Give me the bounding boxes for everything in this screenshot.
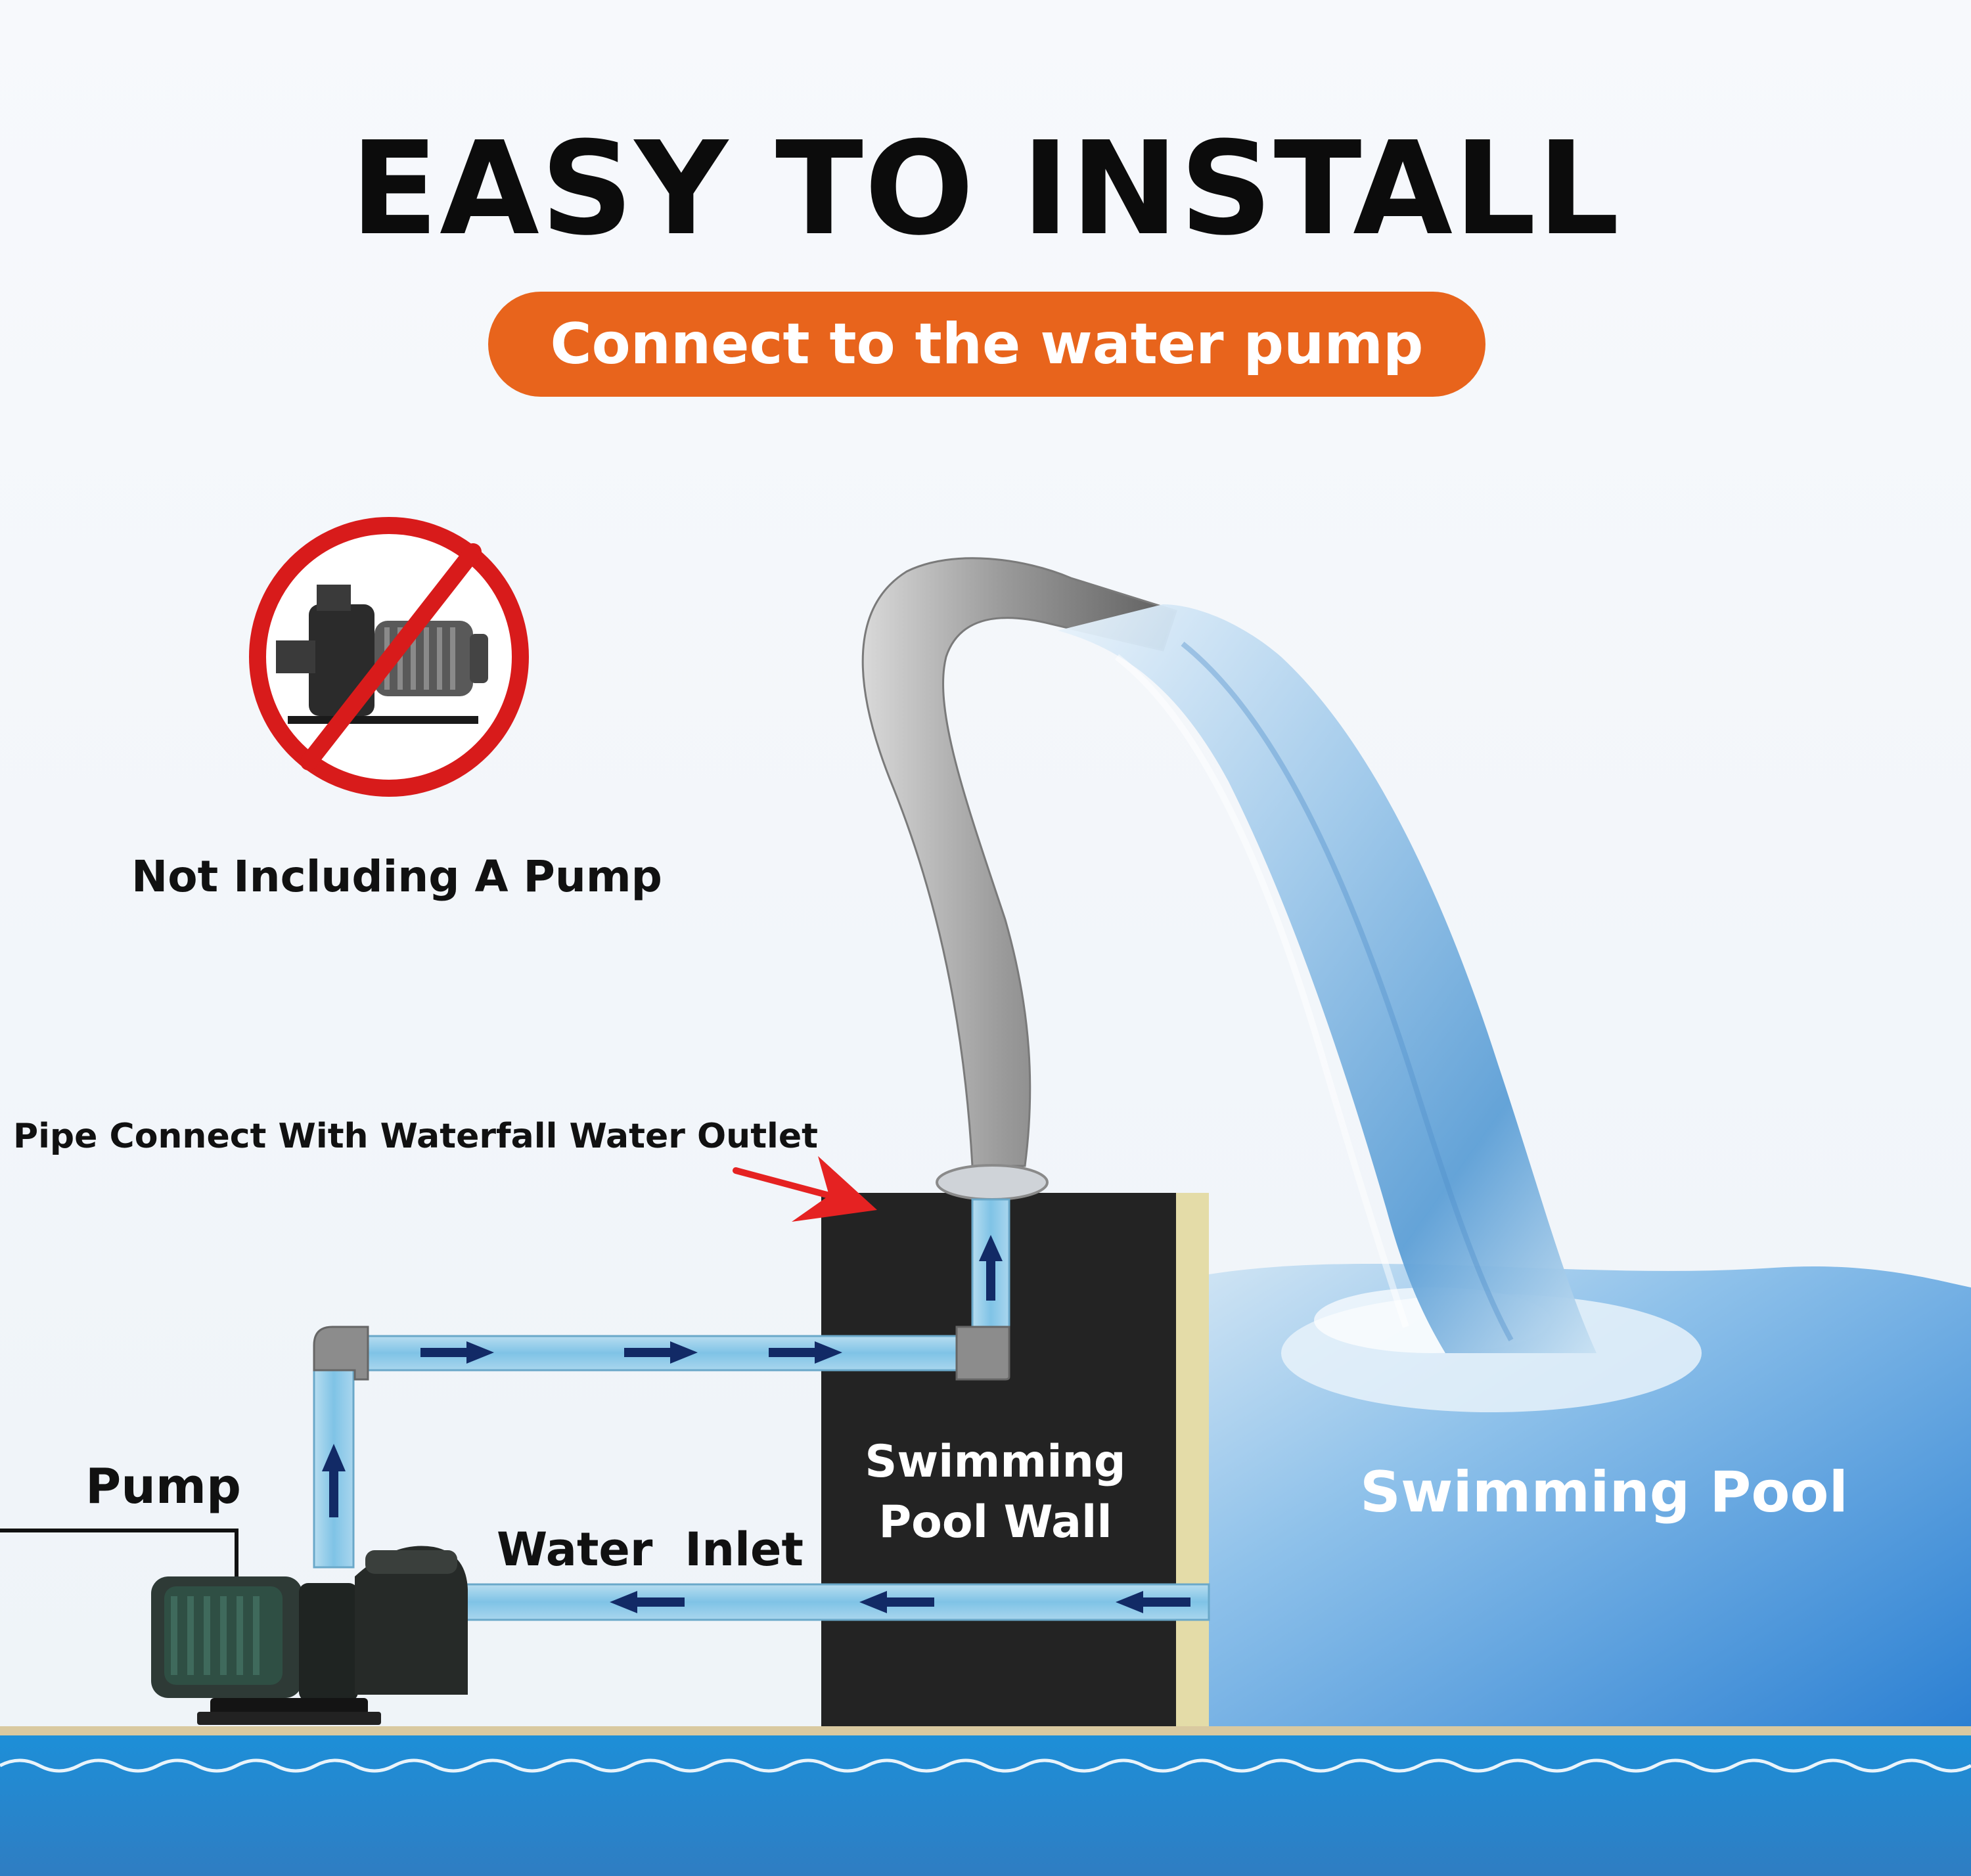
pipe-connect-label: Pipe Connect With Waterfall Water Outlet: [13, 1117, 818, 1156]
spout-base: [937, 1165, 1047, 1199]
pool-wall-label-line2: Pool Wall: [821, 1492, 1169, 1553]
pool-wall-label-line1: Swimming: [821, 1432, 1169, 1492]
pool-wall-label: Swimming Pool Wall: [821, 1432, 1169, 1553]
ground-water: [0, 1735, 1971, 1876]
page-title: EASY TO INSTALL: [0, 125, 1971, 254]
swimming-pool-label: Swimming Pool: [1360, 1460, 1848, 1525]
subtitle-text: Connect to the water pump: [551, 311, 1424, 377]
water-inlet-label: Water Inlet: [497, 1523, 804, 1576]
ground-line: [0, 1726, 1971, 1735]
subtitle-pill: Connect to the water pump: [488, 292, 1485, 397]
not-including-pump-label: Not Including A Pump: [131, 851, 662, 902]
prohibited-sign-icon: [258, 525, 520, 788]
pool-wall-edge: [1176, 1193, 1209, 1726]
pump-label: Pump: [85, 1458, 241, 1515]
